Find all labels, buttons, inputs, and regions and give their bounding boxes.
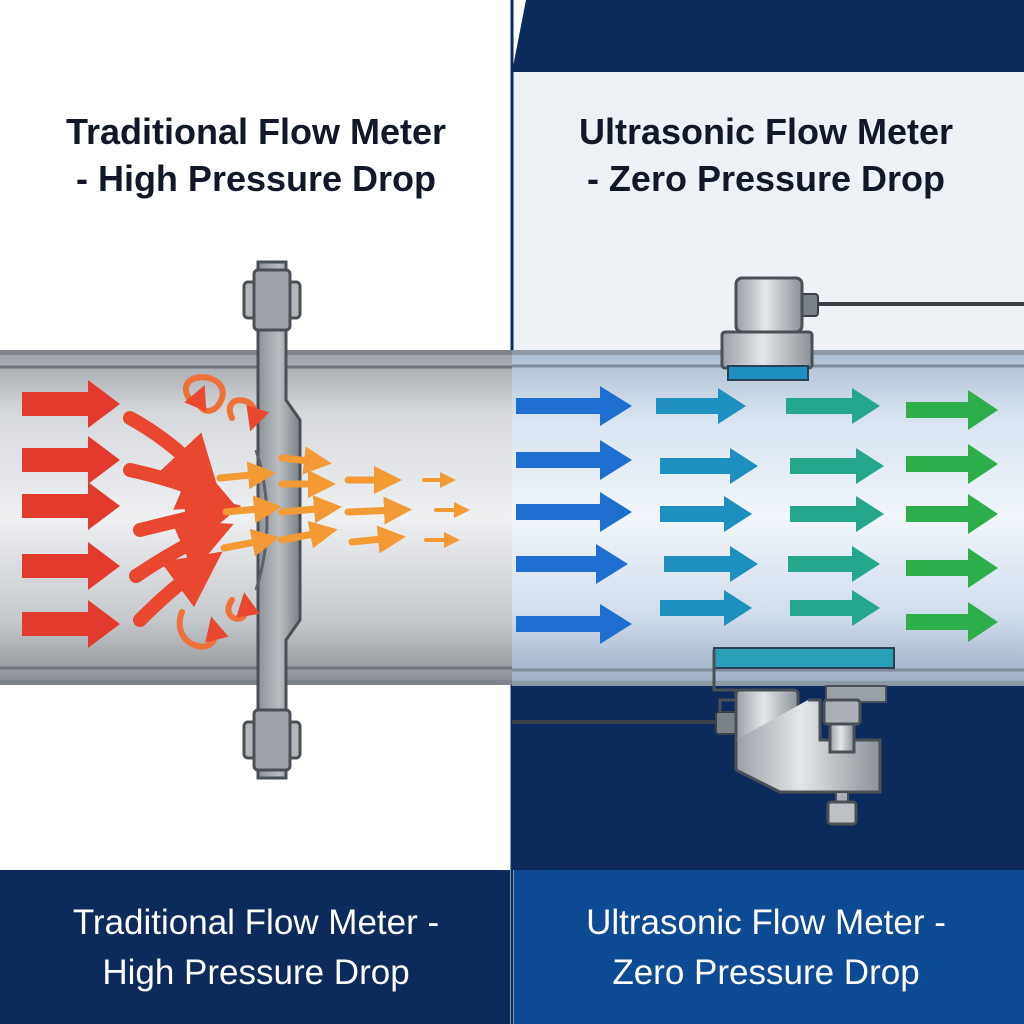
flow-arrow — [22, 436, 120, 484]
flow-arrow — [790, 590, 880, 626]
traditional-caption: Traditional Flow Meter - High Pressure D… — [6, 898, 506, 998]
flow-arrow — [660, 448, 758, 484]
flow-arrow — [656, 388, 746, 424]
flow-arrow — [516, 386, 632, 426]
flow-arrow — [344, 496, 412, 525]
eddy-swirl — [176, 609, 229, 650]
caption-bar-right — [514, 870, 1024, 1024]
flow-arrow — [906, 602, 998, 642]
turbulent-flow-arrows — [22, 374, 470, 650]
flow-arrow — [516, 492, 632, 532]
flow-arrow — [220, 528, 280, 557]
ultrasonic-caption: Ultrasonic Flow Meter - Zero Pressure Dr… — [516, 898, 1016, 998]
traditional-title: Traditional Flow Meter - High Pressure D… — [6, 108, 506, 202]
flow-arrow — [22, 482, 120, 530]
flow-arrow — [660, 590, 752, 626]
bottom-clamp-transducer — [512, 647, 895, 826]
flow-arrow — [516, 544, 628, 584]
flow-arrow — [22, 380, 120, 428]
traditional-caption-line2: High Pressure Drop — [102, 953, 410, 992]
flow-arrow — [216, 461, 276, 490]
laminar-flow-arrows — [516, 386, 998, 644]
flow-arrow — [278, 446, 332, 475]
flow-arrow — [790, 448, 884, 484]
flow-arrow — [664, 546, 758, 582]
flow-arrow — [22, 600, 120, 648]
flow-arrow — [660, 496, 752, 532]
flow-arrow — [278, 520, 338, 549]
ultrasonic-title: Ultrasonic Flow Meter - Zero Pressure Dr… — [516, 108, 1016, 202]
flow-arrow — [788, 546, 880, 582]
flow-arrow — [786, 388, 880, 424]
eddy-swirl — [226, 397, 270, 432]
top-transducer — [720, 276, 1024, 381]
traditional-title-line2: - High Pressure Drop — [75, 158, 437, 199]
ultrasonic-title-line1: Ultrasonic Flow Meter — [578, 111, 954, 152]
flow-arrow — [133, 551, 223, 627]
eddy-swirl — [225, 592, 260, 622]
flow-arrow — [516, 440, 632, 480]
flow-arrow — [516, 604, 632, 644]
flow-arrow — [278, 495, 342, 524]
bolt-bottom — [242, 708, 302, 772]
ultrasonic-title-line2: - Zero Pressure Drop — [586, 158, 946, 199]
flow-arrow — [906, 390, 998, 430]
ultrasonic-caption-line1: Ultrasonic Flow Meter - — [586, 903, 946, 942]
bolt-top — [242, 268, 302, 332]
flow-arrow — [22, 542, 120, 590]
flow-arrow — [348, 525, 406, 554]
traditional-title-line1: Traditional Flow Meter — [65, 111, 447, 152]
flow-arrow — [906, 494, 998, 534]
flow-arrow — [222, 495, 282, 524]
flow-arrow — [906, 444, 998, 484]
flow-arrow — [790, 496, 884, 532]
flow-arrow — [906, 548, 998, 588]
eddy-swirl — [182, 374, 226, 414]
traditional-caption-line1: Traditional Flow Meter - — [72, 903, 440, 942]
ultrasonic-caption-line2: Zero Pressure Drop — [612, 953, 920, 992]
right-navy-header — [512, 0, 1024, 72]
caption-bar-left — [0, 870, 510, 1024]
